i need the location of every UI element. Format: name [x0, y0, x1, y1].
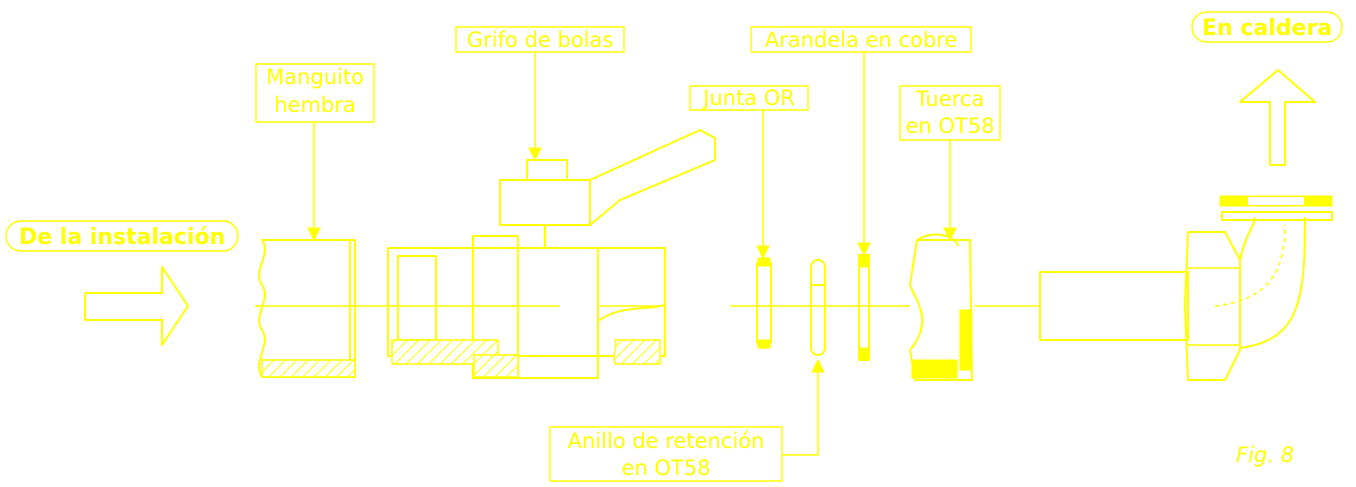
o-ring-part — [756, 257, 772, 349]
sleeve-label-line1: Manguito — [266, 65, 364, 89]
destination-pill — [1191, 11, 1343, 43]
leader-lines — [307, 52, 957, 456]
label-box-oring — [689, 85, 809, 111]
label-box-retaining-ring — [549, 426, 783, 482]
female-sleeve-part — [258, 239, 356, 378]
label-box-nut — [899, 85, 1001, 141]
label-box-sleeve — [255, 63, 375, 123]
inlet-arrow-icon — [84, 266, 189, 346]
source-pill — [5, 220, 239, 252]
outlet-arrow-icon — [1239, 69, 1316, 166]
label-box-washer — [750, 26, 972, 53]
o-ring-label: Junta OR — [701, 86, 795, 110]
figure-number: Fig. 8 — [1236, 443, 1294, 467]
copper-washer-label: Arandela en cobre — [765, 28, 958, 52]
retaining-ring-part — [810, 259, 826, 356]
nut-label-line2: en OT58 — [906, 114, 995, 138]
nut-label-line1: Tuerca — [915, 87, 984, 111]
source-label: De la instalación — [19, 225, 225, 250]
elbow-fitting-part — [1039, 195, 1333, 381]
label-box-valve — [455, 26, 625, 53]
sleeve-label-line2: hembra — [274, 93, 356, 117]
nut-part — [909, 233, 973, 381]
ball-valve-part — [387, 129, 716, 379]
retaining-ring-label-line1: Anillo de retención — [568, 429, 765, 453]
copper-washer-part — [858, 254, 870, 361]
retaining-ring-label-line2: en OT58 — [622, 456, 711, 480]
destination-label: En caldera — [1202, 16, 1332, 41]
ball-valve-label: Grifo de bolas — [467, 28, 613, 52]
